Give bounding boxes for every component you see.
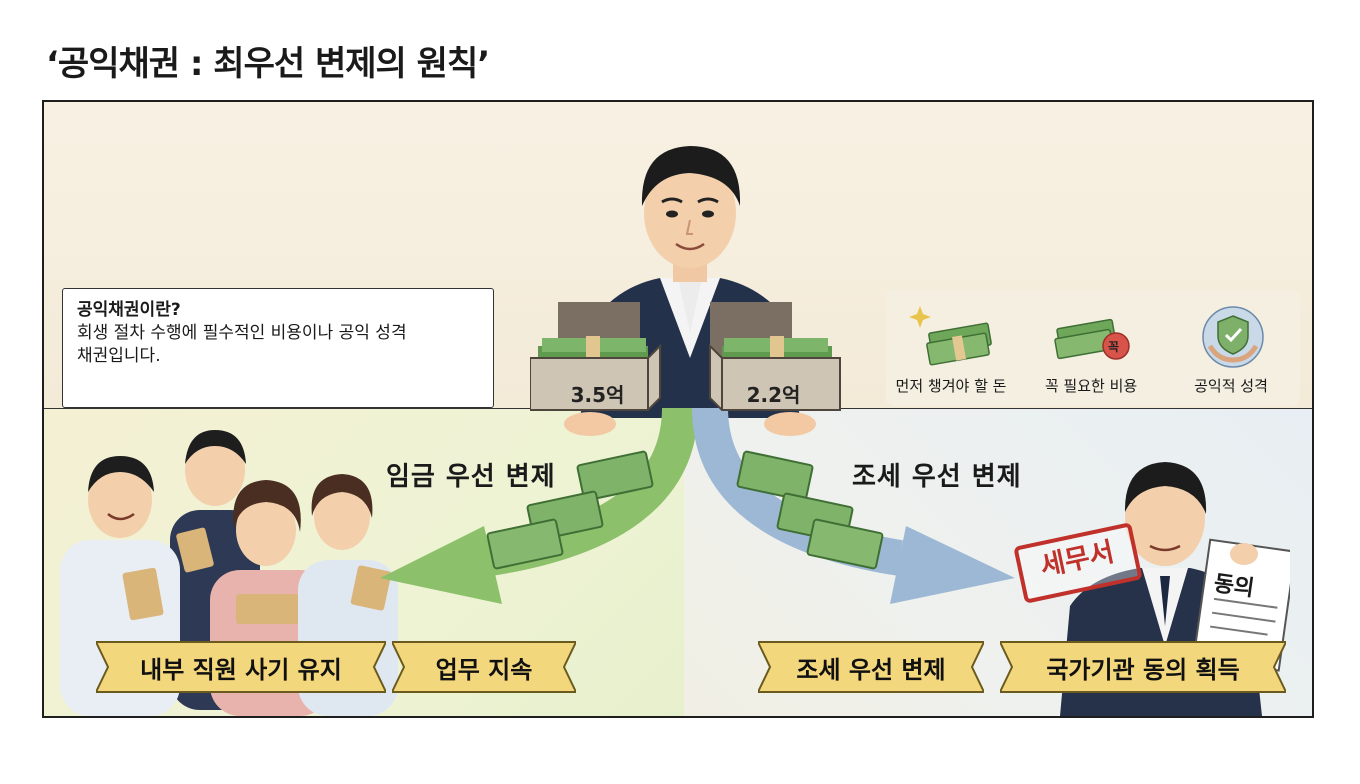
- legend-item-public: 공익적 성격: [1166, 298, 1296, 402]
- definition-box: 공익채권이란? 회생 절차 수행에 필수적인 비용이나 공익 성격 채권입니다.: [62, 288, 494, 408]
- ribbon-state-consent-text: 국가기관 동의 획득: [1046, 655, 1240, 684]
- legend-item-priority: 먼저 챙겨야 할 돈: [886, 298, 1016, 402]
- money-box-left: 3.5억: [529, 298, 665, 420]
- ribbon-tax-priority: 조세 우선 변제: [758, 636, 984, 698]
- ribbon-employee-morale: 내부 직원 사기 유지: [96, 636, 386, 698]
- legend-label-necessary: 꼭 필요한 비용: [1044, 377, 1138, 395]
- ribbon-employee-morale-text: 내부 직원 사기 유지: [140, 655, 342, 684]
- definition-heading: 공익채권이란?: [77, 300, 181, 320]
- tax-priority-label: 조세 우선 변제: [852, 462, 1022, 492]
- necessary-badge-text: 꼭: [1108, 340, 1120, 354]
- ribbon-state-consent: 국가기관 동의 획득: [1000, 636, 1286, 698]
- money-stacks: [486, 450, 884, 570]
- sparkle-money-icon: [909, 306, 992, 366]
- ribbon-tax-priority-text: 조세 우선 변제: [796, 655, 946, 684]
- wage-priority-label: 임금 우선 변제: [386, 462, 556, 492]
- money-badge-icon: [1054, 318, 1130, 360]
- flow-arrows: [380, 408, 1015, 604]
- definition-line-1: 회생 절차 수행에 필수적인 비용이나 공익 성격: [77, 323, 407, 343]
- shield-hands-icon: [1202, 306, 1264, 368]
- page-title: ‘공익채권 : 최우선 변제의 원칙’: [46, 44, 490, 84]
- left-amount: 3.5억: [570, 383, 625, 407]
- ribbon-business-continuity: 업무 지속: [392, 636, 576, 698]
- legend-label-public: 공익적 성격: [1194, 377, 1268, 395]
- right-amount: 2.2억: [746, 383, 801, 407]
- legend-item-necessary: 꼭 꼭 필요한 비용: [1026, 298, 1156, 402]
- hands-illustration: [564, 412, 816, 436]
- legend-box: 먼저 챙겨야 할 돈 꼭 꼭 필요한 비용 공익적 성격: [886, 290, 1300, 406]
- ribbon-business-continuity-text: 업무 지속: [435, 655, 533, 684]
- legend-label-priority: 먼저 챙겨야 할 돈: [895, 377, 1007, 395]
- definition-line-2: 채권입니다.: [77, 346, 161, 366]
- money-box-right: 2.2억: [706, 298, 841, 420]
- consent-document-title: 동의: [1212, 571, 1256, 602]
